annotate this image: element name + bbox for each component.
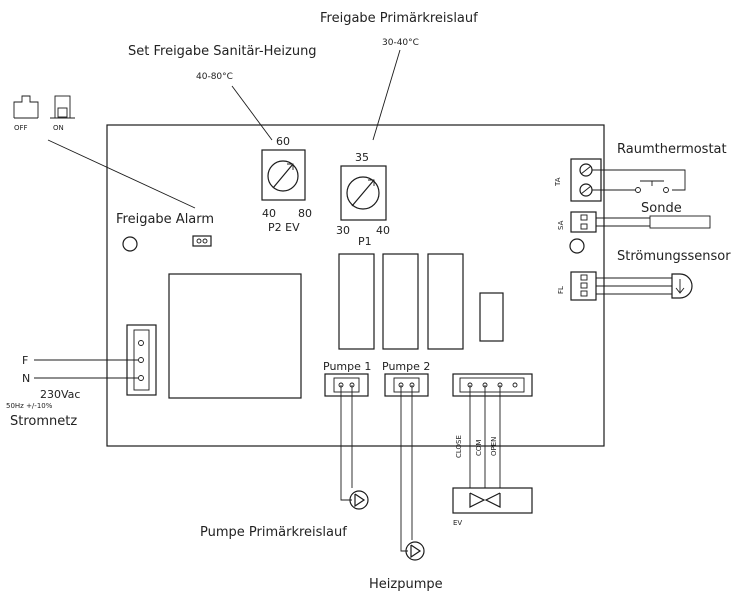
label-terminal-f: F — [22, 354, 28, 367]
label-switch-off: OFF — [14, 124, 28, 132]
knob-p1-min-value: 30 — [336, 224, 350, 237]
label-close: CLOSE — [455, 435, 463, 458]
label-pumpe1: Pumpe 1 — [323, 360, 371, 373]
knob-p2-max-value: 80 — [298, 207, 312, 220]
label-com: COM — [475, 440, 483, 456]
leader-sanitaer — [231, 85, 273, 141]
label-primaer-range: 30-40°C — [382, 38, 419, 48]
ta-connector — [570, 158, 602, 202]
label-sanitaer-range: 40-80°C — [196, 72, 233, 82]
label-switch-on: ON — [53, 124, 64, 132]
relay-2 — [382, 253, 419, 350]
label-ev: EV — [453, 519, 462, 527]
transformer-block — [168, 273, 302, 399]
label-set-freigabe-sanitaer: Set Freigabe Sanitär-Heizung — [128, 44, 317, 59]
label-sonde: Sonde — [641, 201, 682, 216]
relay-1 — [338, 253, 375, 350]
label-frequency: 50Hz +/-10% — [6, 402, 53, 410]
mounting-hole-right — [569, 238, 585, 254]
thermostat-wiring — [592, 169, 686, 193]
ev-connector — [452, 373, 533, 397]
label-fl: FL — [557, 286, 565, 294]
label-pumpe-primaerkreislauf: Pumpe Primärkreislauf — [200, 525, 347, 540]
leader-switch — [47, 139, 196, 209]
label-sa: SA — [557, 220, 565, 230]
pumpe1-connector — [324, 373, 369, 397]
heizpumpe-icon — [400, 385, 425, 561]
ev-valve-wiring — [452, 385, 533, 514]
knob-p1: 35 30 40 P1 — [336, 151, 390, 248]
label-ta: TA — [554, 177, 562, 187]
label-open: OPEN — [490, 437, 498, 456]
knob-p1-top-value: 35 — [355, 151, 369, 164]
pumpe2-connector — [384, 373, 429, 397]
label-voltage: 230Vac — [40, 388, 80, 401]
small-component — [479, 292, 504, 342]
knob-p2-min-value: 40 — [262, 207, 276, 220]
label-freigabe-alarm: Freigabe Alarm — [116, 212, 214, 227]
knob-p2-name: P2 EV — [268, 221, 300, 234]
label-pumpe2: Pumpe 2 — [382, 360, 430, 373]
knob-p2-ev: 60 40 80 P2 EV — [261, 135, 312, 234]
pump-primaer-icon — [340, 385, 369, 510]
flow-sensor — [596, 273, 693, 299]
knob-p1-max-value: 40 — [376, 224, 390, 237]
label-stroemungssensor: Strömungssensor — [617, 249, 731, 264]
label-raumthermostat: Raumthermostat — [617, 142, 727, 157]
knob-p2-top-value: 60 — [276, 135, 290, 148]
sonde-probe — [596, 215, 711, 229]
alarm-jumper — [192, 235, 212, 247]
leader-primaer — [372, 49, 401, 141]
mounting-hole-left — [122, 236, 138, 252]
sa-connector — [570, 211, 597, 233]
label-freigabe-primaerkreislauf: Freigabe Primärkreislauf — [320, 11, 478, 26]
label-stromnetz: Stromnetz — [10, 414, 77, 429]
fl-connector — [570, 271, 597, 301]
relay-3 — [427, 253, 464, 350]
knob-p1-name: P1 — [358, 235, 372, 248]
label-terminal-n: N — [22, 372, 30, 385]
dip-switch-icon — [13, 95, 75, 119]
label-heizpumpe: Heizpumpe — [369, 577, 443, 592]
